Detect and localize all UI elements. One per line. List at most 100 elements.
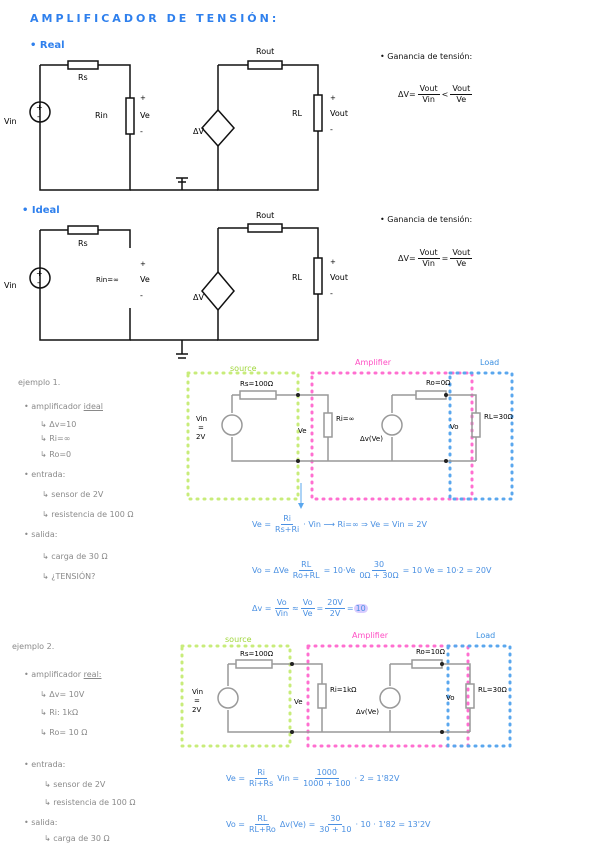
label-ve: Ve	[140, 111, 150, 120]
vout-plus: +	[330, 258, 336, 266]
ej1-rl: RL=30Ω	[484, 413, 514, 421]
label-rs: Rs	[78, 73, 88, 82]
label-vin: Vin	[4, 281, 17, 290]
frac-num: 30	[328, 814, 343, 825]
label-ve: Ve	[140, 275, 150, 284]
frac-num: RL	[255, 814, 270, 825]
ej1-load-label: Load	[480, 358, 499, 367]
ej2-salida: • salida:	[24, 818, 58, 827]
ej1-amp-text: • amplificador	[24, 402, 82, 411]
ej1-rs: Rs=100Ω	[240, 380, 274, 388]
frac-den: Vin	[422, 259, 435, 268]
frac-den: Rs+Ri	[275, 525, 300, 534]
ej2-vin-val: 2V	[192, 706, 201, 714]
real-ganancia-label: • Ganancia de tensión:	[380, 52, 473, 61]
frac-den: Ve	[456, 95, 467, 104]
real-circuit: + - Rs Rin Ve + - Vin Rout ΔV RL Vout + …	[4, 47, 348, 191]
frac-den: 0Ω + 30Ω	[359, 571, 399, 580]
frac-num: Ri	[255, 768, 268, 779]
ej1-amp-item: ↳ Ro=0	[40, 450, 72, 459]
source-minus: -	[37, 278, 40, 287]
label-dv: ΔV	[193, 293, 204, 302]
ej2-ro: Ro=10Ω	[416, 648, 446, 656]
frac-den: 30 + 10	[319, 825, 352, 834]
ve-plus: +	[140, 94, 146, 102]
vout-minus: -	[330, 125, 333, 134]
ej2-ve: Ve	[294, 698, 303, 706]
frac-den: 1000 + 100	[303, 779, 351, 788]
ej2-ri: Ri=1kΩ	[330, 686, 357, 694]
label-rl: RL	[292, 273, 303, 282]
eq-rest: · 2 = 1'82V	[354, 774, 400, 783]
formula-lhs: ΔV=	[398, 254, 416, 263]
frac-den: 2V	[329, 609, 341, 618]
ej1-vin: Vin	[196, 415, 207, 423]
ej1-dv: Δv(Ve)	[360, 435, 383, 443]
frac-num: Vo	[300, 598, 315, 609]
formula-op: =	[441, 254, 449, 263]
formula-lhs: ΔV=	[398, 90, 416, 99]
ej2-vin: Vin	[192, 688, 203, 696]
page-title: AMPLIFICADOR DE TENSIÓN:	[30, 12, 280, 25]
ej2-amp-item: ↳ Δv= 10V	[40, 690, 85, 699]
ej1-circuit: source Amplifier Load Rs=100Ω Vin = 2V R…	[186, 358, 514, 509]
source-minus: -	[37, 112, 40, 121]
ej2-vo: Vo	[446, 694, 455, 702]
ej1-entrada-item: ↳ sensor de 2V	[42, 490, 104, 499]
ej2-circuit: source Amplifier Load Rs=100Ω Vin = 2V R…	[180, 631, 512, 748]
eq-lhs: Ve =	[226, 774, 246, 783]
eq-rest: · Vin ⟶ Ri=∞ ⇒ Ve = Vin = 2V	[303, 520, 427, 529]
frac-num: 1000	[314, 768, 339, 779]
ej1-vin-val: 2V	[196, 433, 205, 441]
ej1-salida-item: ↳ ¿TENSIÓN?	[42, 572, 96, 581]
ej2-salida-item: ↳ carga de 30 Ω	[44, 834, 110, 843]
ej2-amplifier-label: Amplifier	[352, 631, 389, 640]
ej2-amp-item: ↳ Ro= 10 Ω	[40, 728, 88, 737]
eq-result: 10	[353, 604, 368, 613]
ej1-entrada: • entrada:	[24, 470, 66, 479]
label-rs: Rs	[78, 239, 88, 248]
eq-mid: Δv(Ve) =	[279, 820, 316, 829]
ej2-entrada: • entrada:	[24, 760, 66, 769]
label-vin: Vin	[4, 117, 17, 126]
ej1-amp-item: ↳ Δv=10	[40, 420, 77, 429]
frac-num: Ri	[281, 514, 294, 525]
ej1-ro: Ro=0Ω	[426, 379, 451, 387]
eq-approx: ≈	[292, 604, 299, 613]
ej1-salida: • salida:	[24, 530, 58, 539]
ej2-entrada-item: ↳ sensor de 2V	[44, 780, 106, 789]
ej1-title: ejemplo 1.	[18, 378, 61, 387]
formula-op: <	[441, 90, 449, 99]
ej2-source-label: source	[225, 635, 252, 644]
label-rout: Rout	[256, 47, 274, 56]
frac-num: Vout	[450, 248, 473, 259]
ej2-amp: • amplificador real:	[24, 670, 102, 679]
ej2-amp-type: real:	[83, 670, 102, 679]
vout-minus: -	[330, 289, 333, 298]
eq-rest: · 10 · 1'82 = 13'2V	[355, 820, 431, 829]
eq-mid: Vin =	[277, 774, 300, 783]
ideal-circuit: + - Rs Rin=∞ Ve + - Vin Rout ΔV RL Vout …	[4, 211, 348, 359]
frac-num: 30	[371, 560, 387, 571]
label-rout: Rout	[256, 211, 274, 220]
ej1-vin-eq: =	[198, 424, 204, 432]
ej1-entrada-item: ↳ resistencia de 100 Ω	[42, 510, 134, 519]
ej2-load-label: Load	[476, 631, 495, 640]
frac-num: Vo	[274, 598, 289, 609]
eq-lhs: Ve =	[252, 520, 272, 529]
label-vout: Vout	[330, 109, 348, 118]
ej2-title: ejemplo 2.	[12, 642, 55, 651]
ideal-ganancia-label: • Ganancia de tensión:	[380, 215, 473, 224]
ej2-rl: RL=30Ω	[478, 686, 508, 694]
frac-den: Ve	[302, 609, 313, 618]
frac-num: Vout	[417, 248, 440, 259]
frac-num: RL	[299, 560, 314, 571]
label-dv: ΔV	[193, 127, 204, 136]
ve-plus: +	[140, 260, 146, 268]
ve-minus: -	[140, 127, 143, 136]
